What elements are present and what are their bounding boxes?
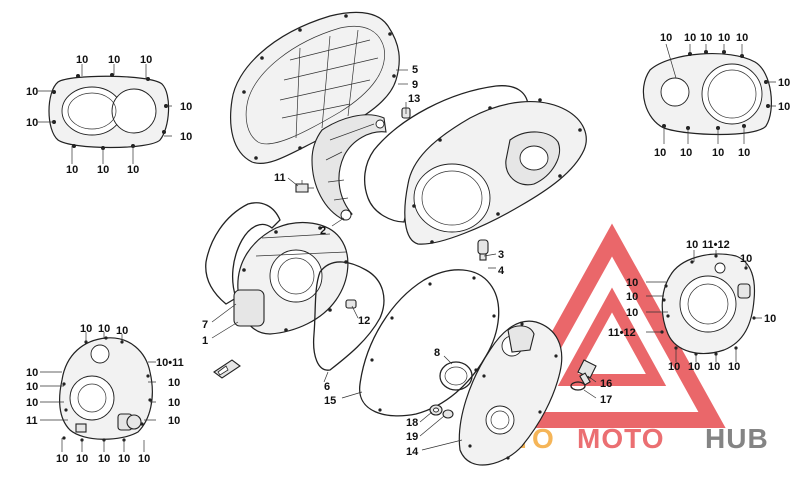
plug-part-4 [477,239,489,261]
label-10: 10 [56,453,68,465]
label-11: 11 [26,415,38,427]
label-10: 10 [626,307,638,319]
label-10: 10 [66,164,78,176]
inner-cover-part-3 [404,98,587,245]
inset-top-right-cover [642,43,776,144]
direction-arrow-icon [213,359,241,379]
inset-top-left-cover [38,64,172,164]
label-10: 10 [728,361,740,373]
label-10: 10 [712,147,724,159]
label-10: 10 [718,32,730,44]
label-10: 10 [76,453,88,465]
label-10: 10 [688,361,700,373]
label-10: 10 [168,397,180,409]
label-10: 10 [736,32,748,44]
callout-15: 15 [324,395,336,407]
inset-bottom-right-labels: 10 11•12 10 10 10 11•12 10 10 10 10 10 1… [608,239,776,373]
case-cover-part-14 [458,320,563,466]
main-callouts: 5 9 13 11 2 3 4 7 1 12 6 15 8 18 19 14 1… [202,64,612,458]
label-10: 10 [168,377,180,389]
outer-cover-part-5 [230,11,400,164]
bolt-part-11 [295,180,314,193]
label-10: 10 [654,147,666,159]
label-10: 10 [127,164,139,176]
label-10: 10 [118,453,130,465]
leader-lines [211,69,597,451]
inset-bottom-right-cover [646,250,762,362]
inset-top-right-labels: 10 10 10 10 10 10 10 10 10 10 10 [654,32,790,159]
shroud-part-2 [311,114,387,221]
label-10: 10 [684,32,696,44]
callout-4: 4 [498,265,505,277]
seal-part-8 [439,361,473,391]
callout-3: 3 [498,249,504,261]
label-10: 10 [626,277,638,289]
label-10: 10 [680,147,692,159]
callout-8: 8 [434,347,440,359]
label-10: 10 [708,361,720,373]
label-10: 10 [97,164,109,176]
label-10: 10 [626,291,638,303]
washer-part-19 [442,409,454,419]
label-10: 10 [660,32,672,44]
callout-18: 18 [406,417,418,429]
label-10: 10 [98,453,110,465]
label-11-12: 11•12 [702,239,730,251]
washer-part-18 [429,404,443,416]
callout-2: 2 [320,225,326,237]
inset-bottom-left-labels: 10 10 10 10 10 10 10 10 10 10 10 10 10 1… [26,323,184,465]
label-10: 10 [26,117,38,129]
callout-7: 7 [202,319,208,331]
inset-top-left-labels: 10 10 10 10 10 10 10 10 10 [26,54,192,176]
callout-1: 1 [202,335,208,347]
watermark-moto: MOTO [577,423,664,454]
callout-12: 12 [358,315,370,327]
label-10: 10 [26,86,38,98]
gasket-part-7 [205,202,281,305]
label-10-11: 10•11 [156,357,184,369]
label-10: 10 [180,131,192,143]
label-10: 10 [686,239,698,251]
oring-part-17 [570,381,586,391]
label-10: 10 [116,325,128,337]
label-10: 10 [26,397,38,409]
label-10: 10 [168,415,180,427]
case-part-1 [233,221,349,335]
label-10: 10 [80,323,92,335]
plug-part-16 [577,359,597,386]
label-10: 10 [778,77,790,89]
inset-bottom-left-cover [40,332,156,452]
callout-9: 9 [412,79,418,91]
label-10: 10 [668,361,680,373]
callout-16: 16 [600,378,612,390]
label-10: 10 [26,381,38,393]
dowel-part-12 [345,299,357,309]
label-10: 10 [740,253,752,265]
gasket-part-15 [359,269,500,417]
watermark-hub: HUB [705,423,769,454]
label-10: 10 [700,32,712,44]
callout-11: 11 [274,172,286,184]
callout-19: 19 [406,431,418,443]
label-11-12: 11•12 [608,327,636,339]
watermark-triangle [498,223,726,428]
callout-5: 5 [412,64,418,76]
label-10: 10 [140,54,152,66]
label-10: 10 [76,54,88,66]
label-10: 10 [180,101,192,113]
label-10: 10 [98,323,110,335]
label-10: 10 [738,147,750,159]
callout-14: 14 [406,446,419,458]
label-10: 10 [764,313,776,325]
callout-17: 17 [600,394,612,406]
gasket-part-6 [312,261,385,371]
label-10: 10 [778,101,790,113]
callout-6: 6 [324,381,330,393]
label-10: 10 [138,453,150,465]
label-10: 10 [26,367,38,379]
label-10: 10 [108,54,120,66]
callout-13: 13 [408,93,420,105]
